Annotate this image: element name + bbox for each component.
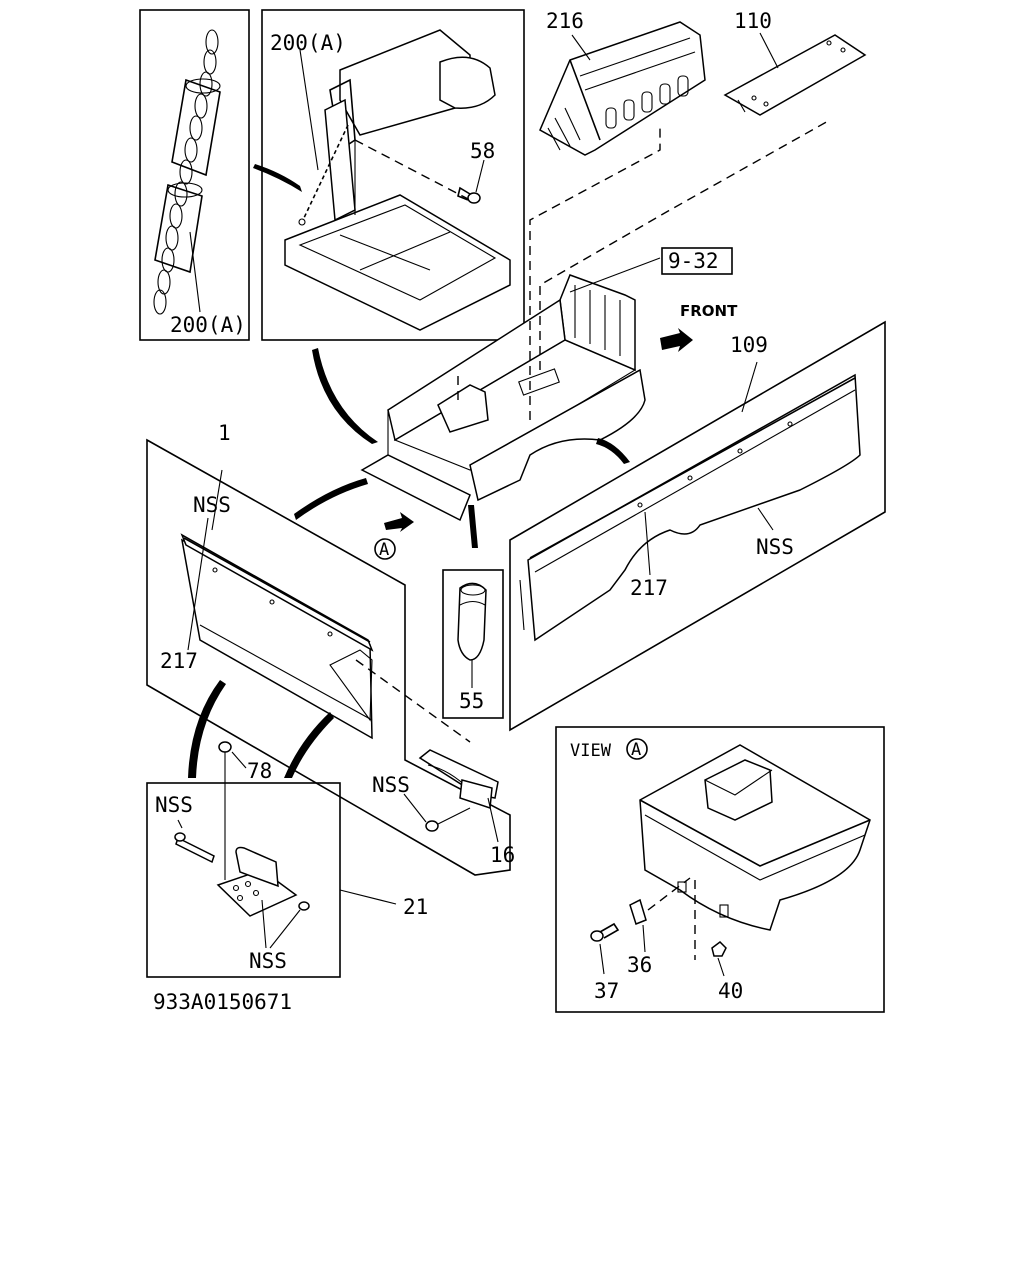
view-a-marker-label: A: [379, 540, 389, 560]
side-panel-detail: 109 NSS 217: [509, 320, 886, 732]
callout-55: 55: [459, 689, 484, 713]
callout-nss-hinge: NSS: [249, 949, 287, 973]
callout-200a-bottom: 200(A): [170, 313, 246, 337]
hinge-detail-box: 78 NSS NSS 21: [146, 680, 428, 978]
callout-216: 216: [546, 9, 584, 33]
callout-16: 16: [490, 843, 515, 867]
callout-217-side: 217: [630, 576, 668, 600]
callout-nss-gate: NSS: [193, 493, 231, 517]
ref-9-32-box: 9-32: [661, 247, 733, 275]
chain-mount-detail-box: 200(A) 58: [261, 9, 525, 341]
view-a-box: VIEW A 36 37 40: [555, 726, 885, 1013]
callout-109: 109: [730, 333, 768, 357]
chain-sleeve-icon: [154, 78, 221, 274]
cargo-bed: [360, 119, 831, 522]
part-55-box: 55: [442, 569, 504, 719]
part-110-plate: 110: [723, 9, 867, 116]
callout-37: 37: [594, 979, 619, 1003]
view-title-circle-label: A: [631, 740, 641, 760]
bolt-icon: [457, 186, 481, 204]
clip-36-icon: [629, 898, 647, 925]
callout-58: 58: [470, 139, 495, 163]
handle-bolt-icon: [425, 820, 439, 832]
ref-9-32-label: 9-32: [668, 249, 719, 273]
hinge-pin-icon: [175, 836, 215, 864]
callout-78: 78: [247, 759, 272, 783]
callout-nss-handle: NSS: [372, 773, 410, 797]
front-arrow-icon: [660, 328, 693, 352]
callout-nss-side: NSS: [756, 535, 794, 559]
chain-detail-box: 200(A): [139, 9, 250, 341]
view-title: VIEW: [570, 741, 612, 761]
callout-217-gate: 217: [160, 649, 198, 673]
callout-200a-top: 200(A): [270, 31, 346, 55]
view-a-marker: [374, 538, 396, 560]
callout-40: 40: [718, 979, 743, 1003]
nut-40-icon: [711, 941, 727, 957]
callout-21: 21: [403, 895, 428, 919]
part-216-cover: 216: [539, 9, 706, 156]
bolt-78-icon: [218, 741, 232, 753]
view-title-circle: [626, 738, 648, 760]
callout-110: 110: [734, 9, 772, 33]
callout-nss-hinge-bolt: NSS: [155, 793, 193, 817]
callout-36: 36: [627, 953, 652, 977]
front-label: FRONT: [680, 302, 738, 320]
bolt-37-icon: [590, 930, 604, 942]
diagram-code: 933A0150671: [153, 990, 292, 1014]
chain-icon: [153, 29, 219, 315]
handle-part-16: 16 NSS: [372, 749, 515, 867]
callout-1: 1: [218, 421, 231, 445]
